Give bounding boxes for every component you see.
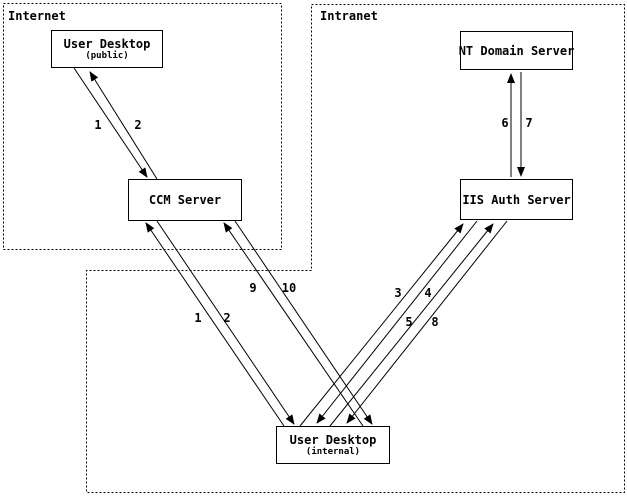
edge-label-4: 4 (424, 286, 432, 300)
node-title: User Desktop (63, 37, 151, 51)
intranet-region-label: Intranet (320, 9, 378, 23)
edge-label-3: 3 (394, 286, 402, 300)
edge-label-5: 5 (405, 315, 413, 329)
flow-line-step8 (346, 220, 508, 424)
edge-label-internal-2: 2 (223, 311, 231, 325)
edge-label-10: 10 (281, 281, 297, 295)
flow-line-internal-step1 (145, 222, 285, 427)
flow-line-public-step2 (89, 71, 158, 180)
node-subtitle: (public) (85, 51, 129, 61)
flow-line-step9 (223, 222, 364, 427)
flow-line-public-step1 (73, 67, 148, 178)
internet-region-label: Internet (8, 9, 66, 23)
edge-label-7: 7 (525, 116, 533, 130)
edge-label-8: 8 (431, 315, 439, 329)
node-user-desktop-public: User Desktop (public) (51, 30, 163, 68)
flow-line-step4 (316, 220, 478, 424)
node-title: CCM Server (148, 193, 222, 207)
edge-label-6: 6 (501, 116, 509, 130)
flow-line-step10 (234, 220, 373, 425)
node-nt-domain-server: NT Domain Server (458, 31, 575, 70)
edge-label-public-1: 1 (94, 118, 102, 132)
node-iis-auth-server: IIS Auth Server (460, 179, 573, 220)
intranet-boundary (86, 4, 625, 493)
flow-line-step5 (329, 223, 494, 427)
node-title: NT Domain Server (458, 43, 575, 58)
flow-line-internal-step2 (156, 220, 295, 425)
edge-label-9: 9 (249, 281, 257, 295)
node-subtitle: (internal) (305, 447, 361, 457)
node-ccm-server: CCM Server (128, 179, 242, 221)
edge-label-public-2: 2 (134, 118, 142, 132)
node-title: IIS Auth Server (462, 192, 571, 207)
flow-line-step3 (299, 223, 464, 427)
internet-boundary (3, 3, 282, 250)
edge-label-internal-1: 1 (194, 311, 202, 325)
node-title: User Desktop (289, 433, 377, 447)
node-user-desktop-internal: User Desktop (internal) (276, 426, 390, 464)
